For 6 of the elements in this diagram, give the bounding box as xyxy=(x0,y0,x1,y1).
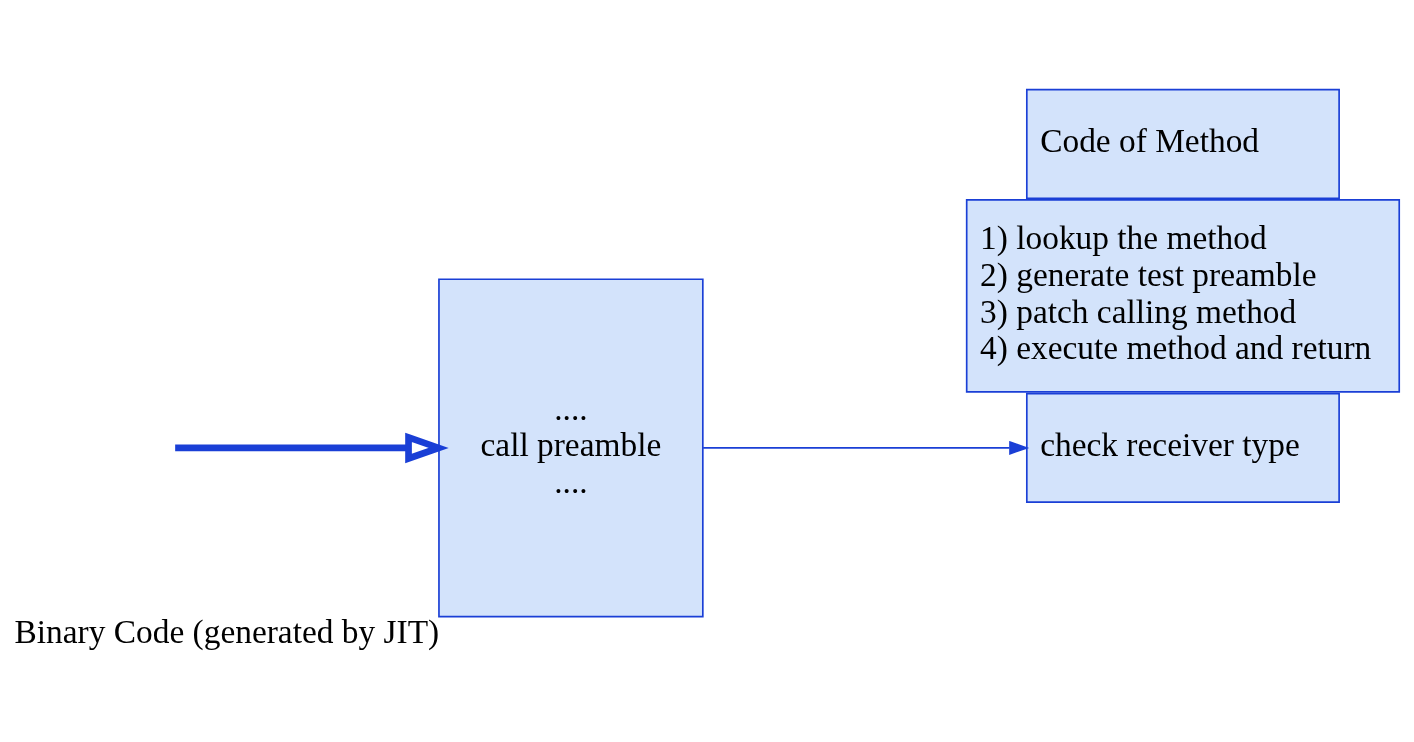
node-box: 1) lookup the method 2) generate test preamble 3) patch calling method 4) execute method and return xyxy=(965,198,1401,393)
node-box: .... call preamble .... xyxy=(438,277,704,617)
node-label: Binary Code (generated by JIT) xyxy=(14,612,440,650)
node-box: check receiver type xyxy=(1025,392,1340,503)
node-box: Code of Method xyxy=(1025,88,1340,199)
arrow xyxy=(702,440,1030,455)
